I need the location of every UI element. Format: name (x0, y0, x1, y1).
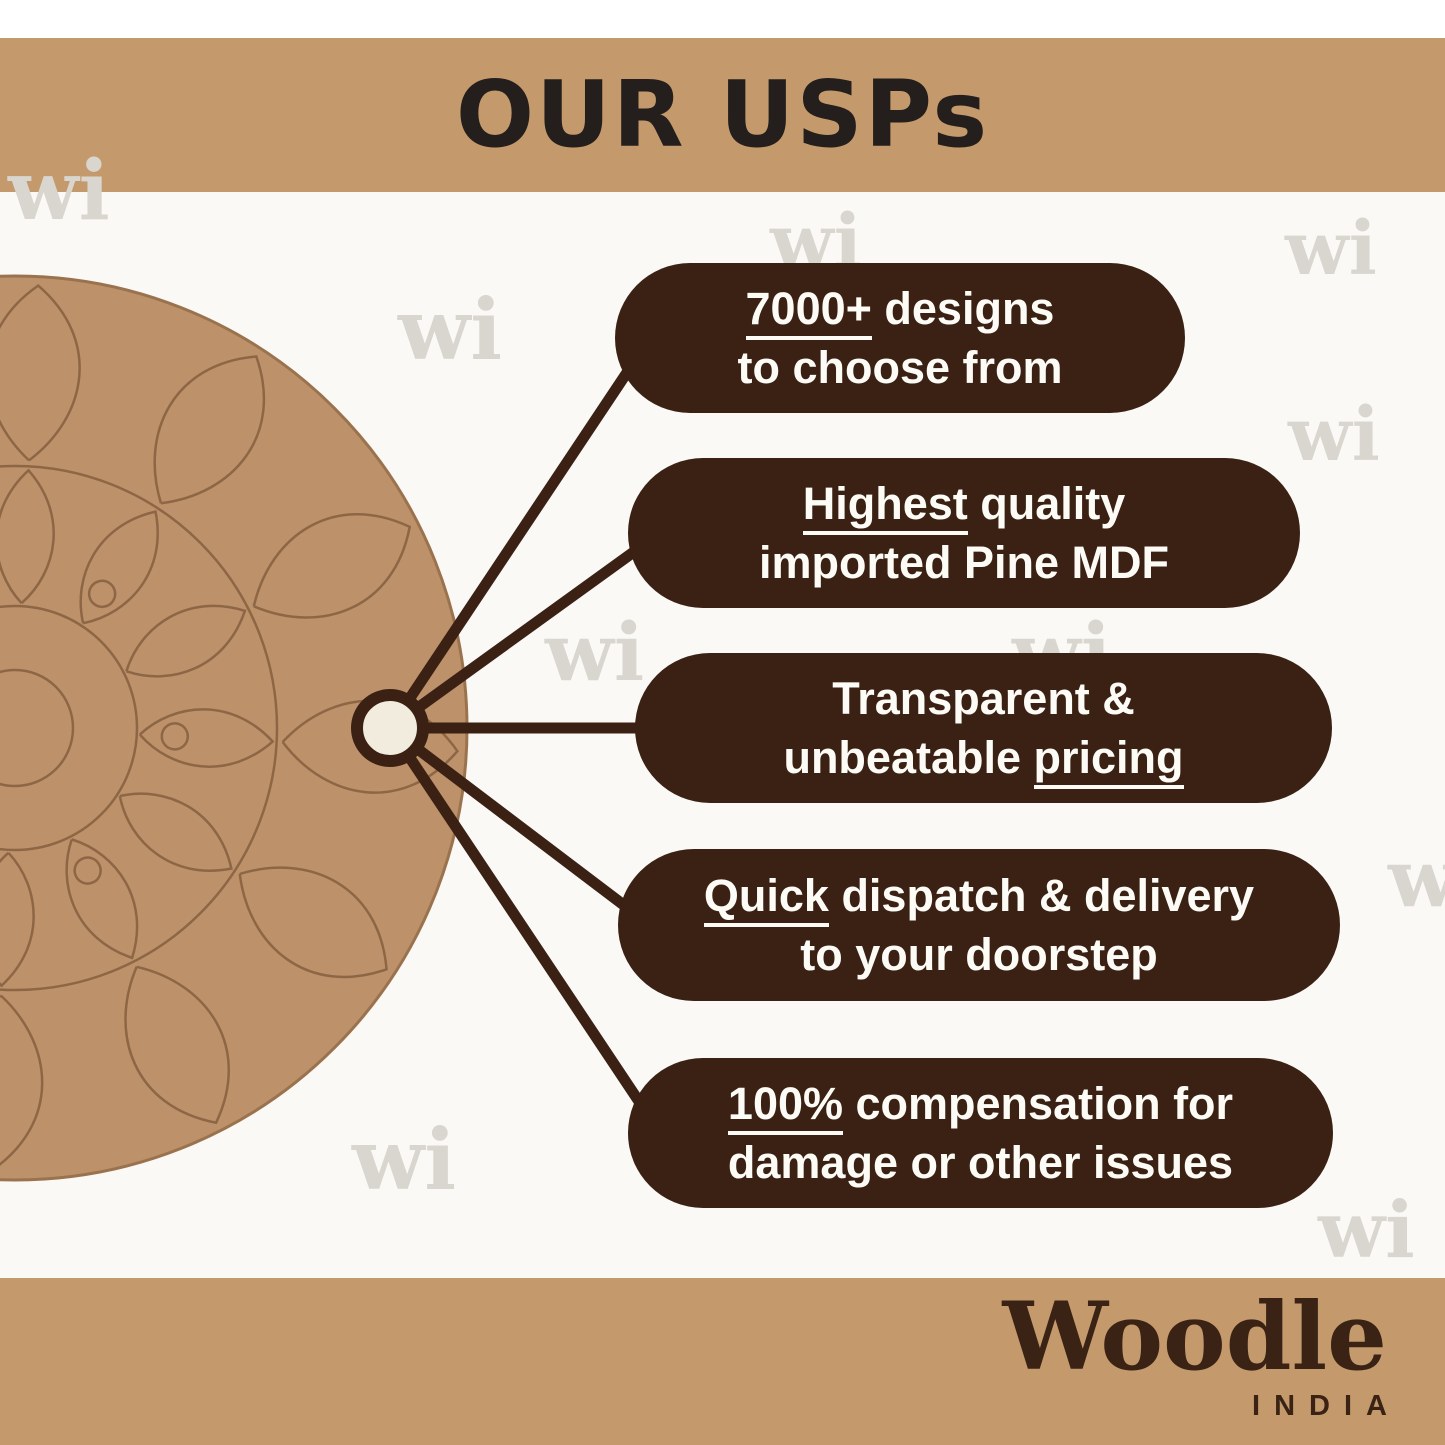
pill-text: designs (871, 282, 1055, 334)
pill-text: to choose from (737, 342, 1063, 393)
pill-text: Transparent & (832, 672, 1135, 724)
watermark-logo: wi (545, 605, 645, 699)
usp-text-line: Transparent & (832, 669, 1135, 728)
footer-band (0, 1278, 1445, 1445)
pill-text: compensation for (843, 1077, 1234, 1129)
watermark-logo: wi (1388, 831, 1445, 925)
header-band (0, 38, 1445, 192)
page-title: OUR USPs (455, 61, 990, 168)
pill-text-underlined: Highest (802, 477, 968, 535)
usp-text-line: 100% compensation for (727, 1074, 1234, 1135)
usp-text-line: imported Pine MDF (759, 533, 1169, 592)
usp-text-line: 7000+ designs (745, 279, 1055, 340)
usp-text-line: Quick dispatch & delivery (703, 866, 1255, 927)
pill-text: dispatch & delivery (828, 869, 1255, 921)
watermark-logo: wi (398, 280, 503, 379)
usp-pill-quality: Highest quality imported Pine MDF (628, 458, 1300, 608)
usp-pill-compensation: 100% compensation for damage or other is… (628, 1058, 1333, 1208)
watermark-logo: wi (8, 143, 110, 239)
pill-text-underlined: 100% (727, 1077, 844, 1135)
usp-pill-dispatch: Quick dispatch & delivery to your doorst… (618, 849, 1340, 1001)
pill-text: quality (967, 477, 1126, 529)
pill-text-underlined: pricing (1033, 732, 1184, 789)
usp-pill-pricing: Transparent & unbeatable pricing (635, 653, 1332, 803)
usp-text-line: to choose from (737, 338, 1062, 397)
usp-text-line: damage or other issues (728, 1133, 1233, 1192)
watermark-logo: wi (352, 1110, 457, 1209)
pill-text: imported Pine MDF (758, 537, 1169, 588)
pill-text-underlined: 7000+ (745, 282, 872, 340)
usp-text-line: to your doorstep (800, 925, 1158, 984)
watermark-logo: wi (1318, 1185, 1415, 1276)
brand-logo: Woodle INDIA (1002, 1290, 1387, 1423)
usp-text-line: unbeatable pricing (783, 728, 1184, 789)
top-white-strip (0, 0, 1445, 38)
usp-text-line: Highest quality (802, 474, 1126, 535)
pill-text: unbeatable (783, 732, 1034, 783)
pill-text: to your doorstep (800, 929, 1158, 980)
pill-text-underlined: Quick (703, 869, 829, 927)
brand-logo-wordmark: Woodle (1002, 1282, 1387, 1392)
watermark-logo: wi (1285, 206, 1377, 292)
watermark-logo: wi (1288, 392, 1380, 478)
brand-logo-country: INDIA (1252, 1390, 1401, 1422)
usp-pill-designs: 7000+ designs to choose from (615, 263, 1185, 413)
mdf-disc-mandala (0, 274, 469, 1182)
pill-text: damage or other issues (727, 1137, 1234, 1188)
hub-node (351, 689, 429, 767)
